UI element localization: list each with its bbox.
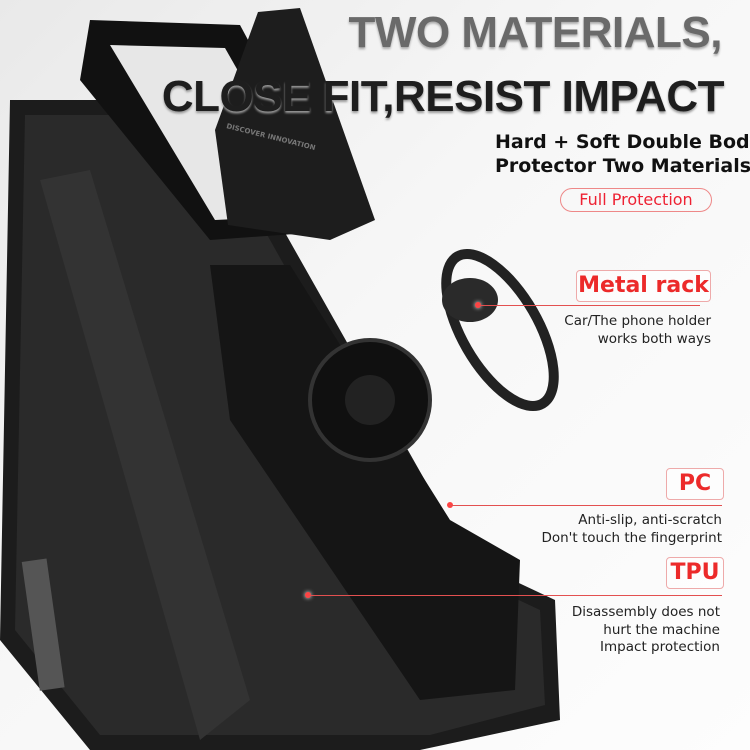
tpu-leader-line [308, 595, 722, 596]
metal-ring-holder [441, 248, 559, 412]
kickstand-ring [308, 338, 432, 462]
desc-line: Don't touch the fingerprint [541, 529, 722, 546]
lens-slide-cover: DISCOVER INNOVATION [215, 8, 375, 240]
desc-line: Car/The phone holder [564, 313, 711, 329]
pc-label: PC [666, 468, 724, 500]
desc-line: works both ways [597, 330, 711, 347]
desc-line: Impact protection [600, 639, 720, 655]
metal-rack-description: Car/The phone holder works both ways [500, 313, 711, 348]
subtitle-line2: Protector Two Materials [495, 155, 750, 177]
desc-line: hurt the machine [603, 621, 720, 638]
metal-rack-label: Metal rack [576, 270, 711, 302]
metal-rack-leader-line [478, 305, 700, 306]
headline-line2: CLOSE FIT,RESIST IMPACT [161, 72, 725, 121]
desc-line: Disassembly does not [571, 604, 720, 620]
subtitle-line1: Hard + Soft Double Body [495, 131, 750, 153]
tpu-label: TPU [666, 557, 724, 589]
subtitle: Hard + Soft Double Body Protector Two Ma… [495, 130, 750, 178]
pc-leader-line [450, 505, 722, 506]
full-protection-badge: Full Protection [560, 188, 712, 212]
headline-line1: TWO MATERIALS, [348, 8, 723, 57]
phone-case-back [0, 100, 560, 750]
desc-line: Anti-slip, anti-scratch [578, 512, 722, 528]
tpu-description: Disassembly does not hurt the machine Im… [500, 604, 720, 657]
pc-description: Anti-slip, anti-scratch Don't touch the … [480, 512, 722, 547]
